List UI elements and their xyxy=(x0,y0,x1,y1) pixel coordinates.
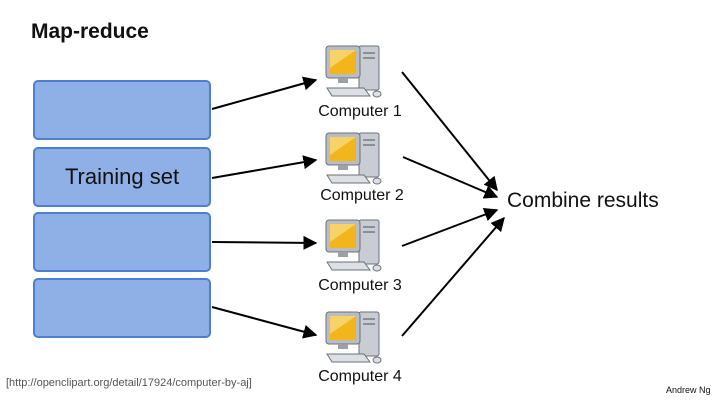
computer-4-label: Computer 4 xyxy=(318,368,402,385)
computer-2-label: Computer 2 xyxy=(320,187,404,204)
computer-1-label: Computer 1 xyxy=(318,103,402,120)
computer-4-icon xyxy=(324,310,386,366)
data-block-3 xyxy=(33,212,211,272)
arrow-icon xyxy=(211,155,318,179)
computer-3-icon xyxy=(324,218,386,274)
data-block-4 xyxy=(33,278,211,338)
data-block-2: Training set xyxy=(33,147,211,207)
data-block-1 xyxy=(33,80,211,140)
training-set-label: Training set xyxy=(64,164,180,189)
arrow-icon xyxy=(211,306,318,339)
arrow-icon xyxy=(401,71,498,192)
slide-title: Map-reduce xyxy=(31,20,149,43)
arrow-icon xyxy=(211,235,318,250)
arrow-icon xyxy=(401,207,499,247)
image-citation: [http://openclipart.org/detail/17924/com… xyxy=(6,377,252,389)
computer-1-icon xyxy=(324,44,386,100)
computer-3-label: Computer 3 xyxy=(318,277,402,294)
computer-2-icon xyxy=(324,131,386,187)
author-name: Andrew Ng xyxy=(666,385,711,395)
combine-results-label: Combine results xyxy=(507,189,659,212)
